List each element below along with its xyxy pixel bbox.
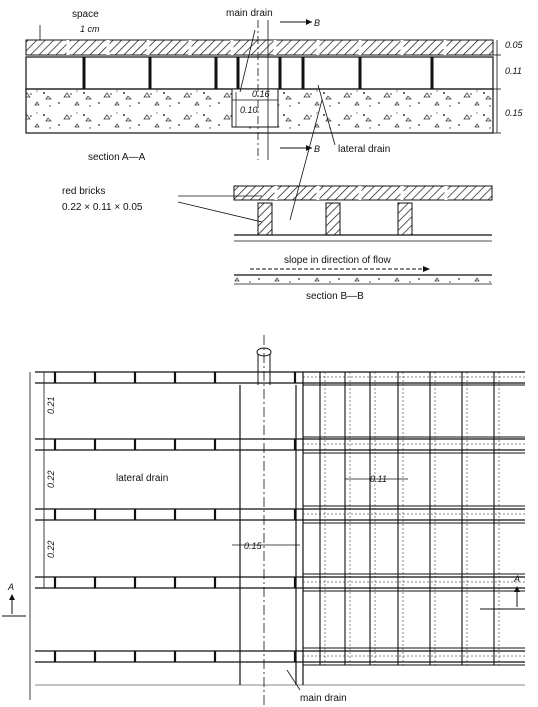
plan-view (2, 335, 525, 707)
label-arrow-a-right: A (513, 574, 520, 584)
label-lateral-drain-top: lateral drain (338, 144, 390, 155)
brick-course (25, 56, 494, 90)
bb-brick-3 (397, 202, 413, 236)
label-arrow-b-bottom: B (314, 144, 320, 154)
dim-0-16: 0.16 (252, 89, 270, 99)
label-space-dim: 1 cm (80, 24, 100, 34)
bb-brick-2 (325, 202, 341, 236)
label-slope: slope in direction of flow (284, 255, 392, 266)
dim-0-05: 0.05 (505, 40, 524, 50)
dim-0-22-a: 0.22 (46, 470, 56, 488)
label-main-drain-top: main drain (226, 8, 273, 19)
main-drain-channel (231, 88, 279, 128)
dim-0-15: 0.15 (505, 108, 524, 118)
dim-0-11: 0.11 (505, 66, 522, 76)
bb-top-layer (233, 185, 493, 201)
label-red-bricks: red bricks (62, 186, 105, 197)
label-arrow-b-top: B (314, 18, 320, 28)
dim-0-15-plan: 0.15 (244, 541, 263, 551)
top-brick-layer (25, 39, 494, 56)
section-bb (177, 99, 493, 285)
dim-0-11-plan: 0.11 (370, 474, 387, 484)
label-brick-size: 0.22 × 0.11 × 0.05 (62, 202, 143, 213)
dim-0-10: 0.10 (240, 105, 258, 115)
dim-0-22-b: 0.22 (46, 540, 56, 558)
label-main-drain-plan: main drain (300, 693, 347, 704)
label-lateral-drain-plan: lateral drain (116, 473, 168, 484)
dim-0-21: 0.21 (46, 396, 56, 414)
section-aa (25, 19, 501, 160)
label-arrow-a-left: A (7, 582, 14, 592)
bb-brick-1 (257, 202, 273, 236)
label-section-bb: section B—B (306, 291, 364, 302)
label-section-aa: section A—A (88, 152, 146, 163)
label-space: space (72, 9, 99, 20)
